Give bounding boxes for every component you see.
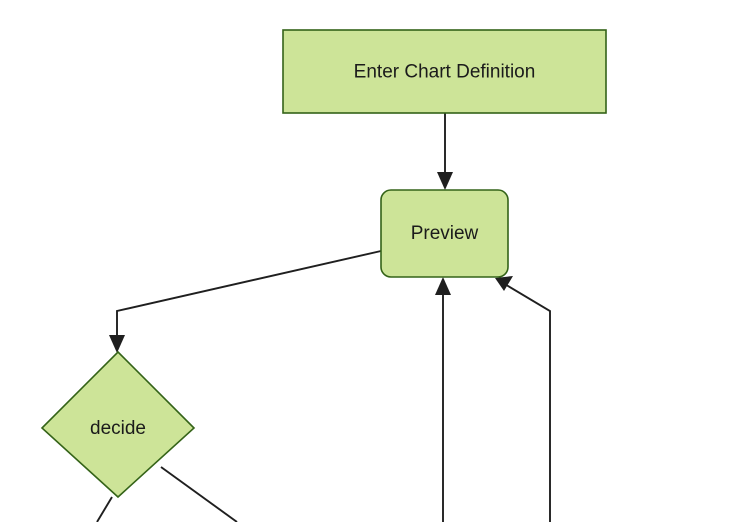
node-shape-rectangle	[282, 29, 607, 114]
arrowhead-icon	[435, 277, 451, 295]
node-preview[interactable]: Preview	[380, 189, 509, 278]
edge-decide-right-down[interactable]	[160, 466, 238, 522]
edge-layer	[96, 113, 551, 522]
arrowhead-icon	[109, 335, 125, 353]
edge-up-vertical-to-preview[interactable]	[435, 277, 451, 522]
node-shape-rounded-rectangle	[380, 189, 509, 278]
node-enter-chart-definition[interactable]: Enter Chart Definition	[282, 29, 607, 114]
arrowhead-icon	[495, 276, 513, 291]
edge-decide-bottom-down[interactable]	[96, 496, 113, 522]
arrowhead-icon	[437, 172, 453, 190]
edge-preview-to-decide[interactable]	[109, 250, 382, 353]
edge-line	[160, 466, 238, 522]
edge-up-diagonal-to-preview[interactable]	[495, 276, 551, 522]
edge-line	[96, 496, 113, 522]
edge-line	[502, 282, 551, 522]
edge-enter-to-preview[interactable]	[437, 113, 453, 190]
edge-line	[116, 250, 382, 344]
node-shape-diamond	[40, 350, 196, 499]
